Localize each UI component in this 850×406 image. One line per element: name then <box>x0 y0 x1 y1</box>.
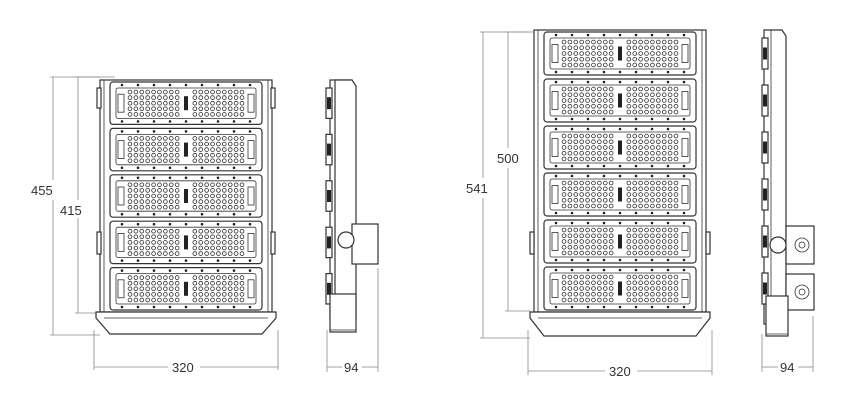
dim-320-label-right: 320 <box>609 364 631 379</box>
led-module <box>543 125 697 170</box>
dimension-height-inner-5: 415 <box>60 76 100 314</box>
led-modules-6 <box>543 31 697 311</box>
mount-bracket-5 <box>351 223 379 265</box>
bottom-bracket-5 <box>95 311 277 335</box>
side-fin <box>761 84 769 117</box>
front-view-5-module: 455 415 320 <box>31 76 279 375</box>
dim-500-label: 500 <box>497 151 519 166</box>
front-view-6-module: 541 500 320 <box>466 29 713 379</box>
led-module <box>109 127 263 172</box>
dimension-height-inner-6: 500 <box>497 31 530 312</box>
frame-6 <box>533 29 707 313</box>
dim-320-label-left: 320 <box>172 360 194 375</box>
tilt-dial-6 <box>769 236 787 254</box>
side-view-5-module: 94 <box>325 79 379 375</box>
dim-94-label-right: 94 <box>780 360 794 375</box>
led-modules-5 <box>109 81 263 311</box>
led-module <box>543 219 697 264</box>
mount-bracket-6a <box>785 225 815 265</box>
dim-541-label: 541 <box>466 181 488 196</box>
side-fin <box>761 272 769 305</box>
side-fin <box>761 37 769 70</box>
side-view-6-module: 94 <box>761 29 815 375</box>
bottom-bracket-6 <box>529 311 711 337</box>
led-module <box>109 81 263 126</box>
side-fin <box>325 273 333 305</box>
dimension-depth-6: 94 <box>761 316 814 375</box>
dimension-width-5: 320 <box>93 330 279 375</box>
side-fin <box>325 87 333 119</box>
dimension-height-outer-6: 541 <box>466 31 535 339</box>
led-module <box>109 220 263 265</box>
side-fin <box>761 178 769 211</box>
dim-94-label-left: 94 <box>344 360 358 375</box>
mount-bracket-6b <box>785 273 815 311</box>
led-module <box>543 78 697 123</box>
side-fin <box>325 133 333 166</box>
dimension-depth-5: 94 <box>326 268 379 375</box>
led-module <box>543 31 697 76</box>
side-fin <box>761 131 769 164</box>
led-module <box>543 172 697 217</box>
led-module <box>109 174 263 218</box>
led-module <box>109 267 263 311</box>
dimension-width-6: 320 <box>527 330 713 379</box>
dimension-height-outer-5: 455 <box>31 76 115 336</box>
tilt-dial-5 <box>337 231 355 249</box>
dim-415-label: 415 <box>60 203 82 218</box>
side-fin <box>325 226 333 259</box>
side-fins-5 <box>325 87 333 305</box>
side-fin <box>761 225 769 258</box>
dim-455-label: 455 <box>31 183 53 198</box>
side-fin <box>325 180 333 212</box>
side-fins-6 <box>761 37 769 305</box>
led-module <box>543 266 697 311</box>
